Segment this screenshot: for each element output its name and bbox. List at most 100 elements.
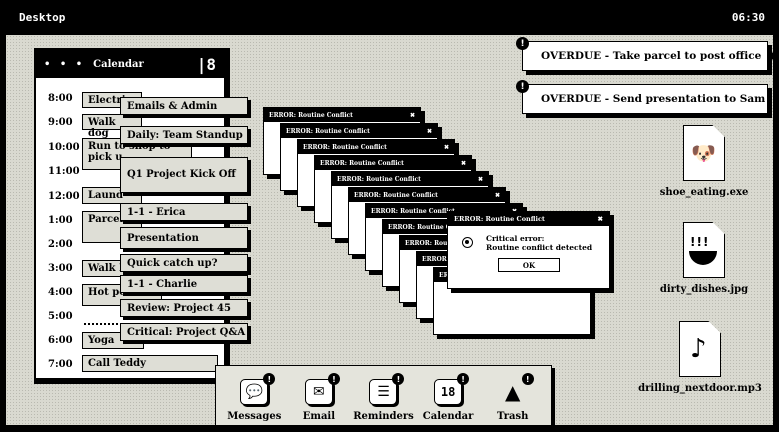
- bowl-icon: !!!: [690, 235, 710, 249]
- meeting-block[interactable]: Q1 Project Kick Off: [120, 157, 248, 193]
- file-name: shoe_eating.exe: [659, 187, 749, 198]
- file-page-icon: ♪: [679, 321, 721, 377]
- music-note-icon: ♪: [690, 334, 707, 364]
- error-window-title: ERROR: Routine Conflict: [388, 223, 472, 231]
- alert-icon: !: [392, 373, 405, 385]
- error-window-title: ERROR: Routine Conflict: [269, 111, 353, 119]
- error-window-title: ERROR: Routine Conflict: [354, 191, 438, 199]
- notification-text: OVERDUE - Send presentation to Sam: [541, 93, 766, 105]
- error-window-title-bar[interactable]: ERROR: Routine Conflict ✖: [264, 108, 420, 122]
- trash-icon[interactable]: ▲: [504, 380, 521, 404]
- list-icon[interactable]: ☰: [369, 379, 398, 405]
- dock-item-email[interactable]: ✉ ! Email: [288, 373, 350, 422]
- time-label: 1:00: [48, 215, 73, 226]
- overdue-notification[interactable]: OVERDUE - Send presentation to Sam ✖: [522, 84, 768, 114]
- alert-icon: !: [516, 80, 529, 93]
- close-icon[interactable]: ✖: [765, 93, 773, 106]
- time-label: 4:00: [48, 287, 73, 298]
- time-label: 8:00: [48, 93, 73, 104]
- notification-text: OVERDUE - Take parcel to post office: [541, 50, 762, 62]
- close-icon[interactable]: ✖: [460, 159, 466, 167]
- dock: 💬 ! Messages ✉ ! Email ☰ ! Reminders 18 …: [215, 365, 552, 425]
- error-window-title-bar[interactable]: ERROR: Routine Conflict ✖: [349, 188, 505, 202]
- meeting-block[interactable]: 1-1 - Erica: [120, 203, 248, 221]
- close-icon[interactable]: ✖: [597, 215, 603, 223]
- error-window-title: ERROR: Routine Conflict: [371, 207, 455, 215]
- calendar-icon[interactable]: 18: [434, 379, 463, 405]
- error-window-title-bar[interactable]: ERROR: Routine Conflict ✖: [332, 172, 488, 186]
- meeting-block[interactable]: Emails & Admin: [120, 97, 248, 115]
- file-dirty-dishes[interactable]: !!! dirty_dishes.jpg: [640, 222, 768, 295]
- dock-item-reminders[interactable]: ☰ ! Reminders: [352, 373, 414, 422]
- time-label: 12:00: [48, 191, 80, 202]
- ok-button[interactable]: OK: [498, 258, 560, 272]
- bowl-shape-icon: [689, 251, 717, 265]
- error-window-title: ERROR: Routine Conflict: [286, 127, 370, 135]
- time-label: 10:00: [48, 142, 80, 153]
- time-label: 6:00: [48, 335, 73, 346]
- alert-icon: !: [327, 373, 340, 385]
- chat-icon[interactable]: 💬: [240, 379, 269, 405]
- close-icon[interactable]: ✖: [494, 191, 500, 199]
- file-shoe-eating[interactable]: 🐶 shoe_eating.exe: [646, 125, 762, 198]
- close-icon[interactable]: ✖: [761, 50, 773, 63]
- window-menu-dots-icon[interactable]: • • •: [44, 58, 86, 70]
- dock-label: Messages: [227, 411, 282, 422]
- time-label: 2:00: [48, 239, 73, 250]
- overdue-notification[interactable]: OVERDUE - Take parcel to post office ✖: [522, 41, 773, 71]
- error-window-title: ERROR: Routine Conflict: [405, 239, 489, 247]
- menu-bar: Desktop 06:30: [0, 0, 779, 35]
- calendar-window-title: Calendar: [93, 58, 144, 70]
- dock-label: Email: [302, 411, 336, 422]
- calendar-event[interactable]: Call Teddy: [82, 355, 218, 372]
- time-label: 5:00: [48, 311, 73, 322]
- error-window-title-bar[interactable]: ERROR: Routine Conflict ✖: [298, 140, 454, 154]
- meeting-block[interactable]: Critical: Project Q&A: [120, 323, 248, 341]
- error-dialog[interactable]: ERROR: Routine Conflict ✖ Critical error…: [447, 211, 610, 289]
- envelope-icon[interactable]: ✉: [304, 379, 333, 405]
- time-label: 9:00: [48, 117, 73, 128]
- close-icon[interactable]: ✖: [443, 143, 449, 151]
- radio-icon: [462, 237, 473, 248]
- error-window-title: ERROR: Routine Conflict: [337, 175, 421, 183]
- meeting-block[interactable]: Quick catch up?: [120, 254, 248, 272]
- dog-face-icon: 🐶: [691, 141, 716, 165]
- error-window-title: ERROR: Routine Conflict: [303, 143, 387, 151]
- error-window-title-bar[interactable]: ERROR: Routine Conflict ✖: [281, 124, 437, 138]
- dock-label: Reminders: [353, 411, 414, 422]
- meeting-block[interactable]: Review: Project 45: [120, 299, 248, 317]
- time-label: 7:00: [48, 359, 73, 370]
- error-window-title: ERROR: Routine Conflict: [320, 159, 404, 167]
- meeting-block[interactable]: Presentation: [120, 227, 248, 249]
- dock-label: Trash: [496, 411, 529, 422]
- meeting-block[interactable]: 1-1 - Charlie: [120, 275, 248, 293]
- file-page-icon: 🐶: [683, 125, 725, 181]
- file-name: drilling_nextdoor.mp3: [638, 383, 762, 394]
- dock-item-calendar[interactable]: 18 ! Calendar: [417, 373, 479, 422]
- file-name: dirty_dishes.jpg: [659, 284, 749, 295]
- error-message: Critical error: Routine conflict detecte…: [486, 234, 592, 252]
- alert-icon: !: [516, 37, 529, 50]
- dock-item-trash[interactable]: ▲ ! Trash: [482, 373, 544, 422]
- close-icon[interactable]: ✖: [477, 175, 483, 183]
- alert-icon: !: [457, 373, 470, 385]
- calendar-logo-icon: |8: [196, 54, 216, 74]
- error-window-title-bar[interactable]: ERROR: Routine Conflict ✖: [315, 156, 471, 170]
- alert-icon: !: [521, 373, 534, 385]
- error-message-line: Critical error:: [486, 234, 545, 243]
- file-page-icon: !!!: [683, 222, 725, 278]
- time-label: 3:00: [48, 263, 73, 274]
- dock-label: Calendar: [422, 411, 474, 422]
- error-message-line: Routine conflict detected: [486, 243, 593, 252]
- error-dialog-title: ERROR: Routine Conflict: [454, 215, 545, 223]
- time-label: 11:00: [48, 166, 80, 177]
- close-icon[interactable]: ✖: [409, 111, 415, 119]
- file-drilling-nextdoor[interactable]: ♪ drilling_nextdoor.mp3: [630, 321, 770, 394]
- dock-item-messages[interactable]: 💬 ! Messages: [223, 373, 285, 422]
- close-icon[interactable]: ✖: [426, 127, 432, 135]
- calendar-title-bar[interactable]: • • • Calendar |8: [36, 50, 224, 78]
- alert-icon: !: [263, 373, 276, 385]
- meeting-block[interactable]: Daily: Team Standup: [120, 126, 248, 144]
- error-dialog-title-bar[interactable]: ERROR: Routine Conflict ✖: [448, 212, 609, 226]
- clock: 06:30: [731, 11, 765, 24]
